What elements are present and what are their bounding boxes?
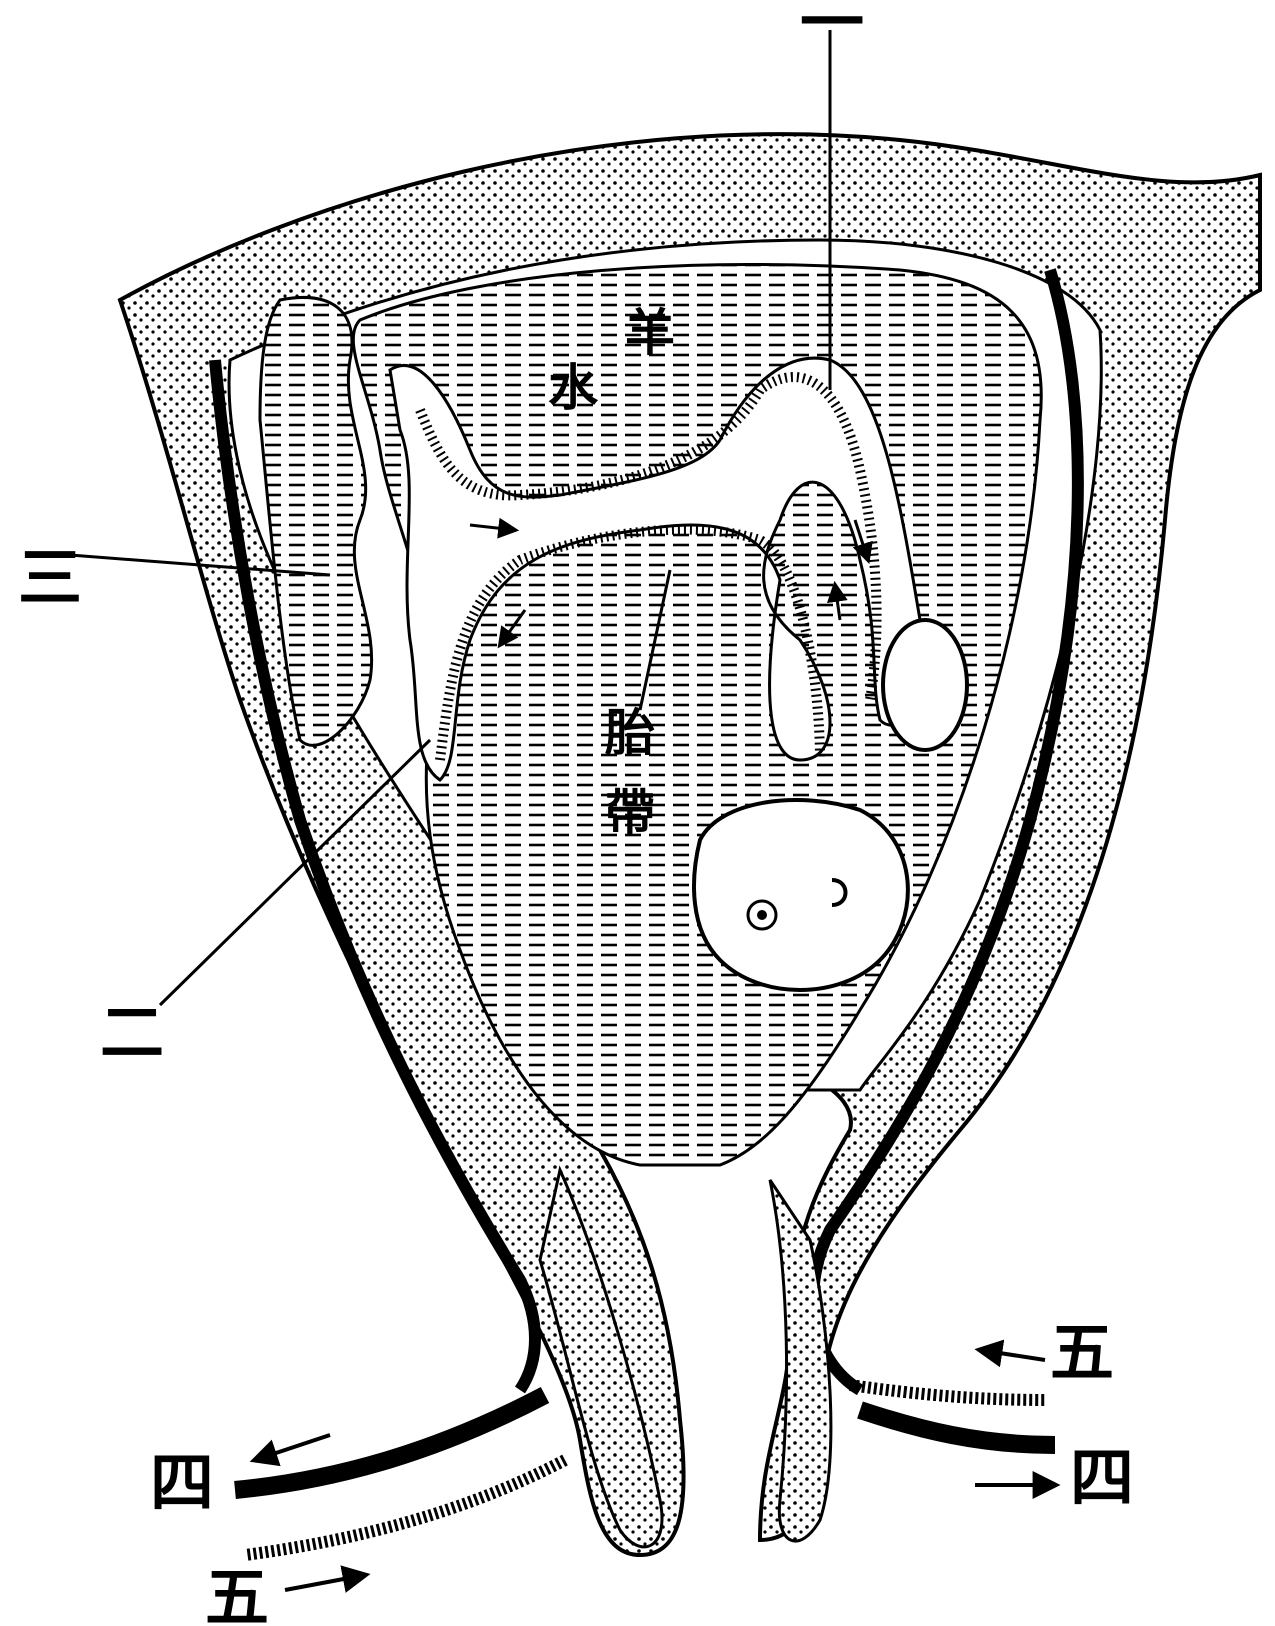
arrow-four-left <box>255 1435 330 1460</box>
vessel-four-left <box>235 1395 545 1490</box>
label-amniotic-1: 羊 <box>625 303 675 362</box>
label-four-right: 四 <box>1070 1441 1134 1516</box>
label-three: 三 <box>18 541 82 616</box>
label-five-left: 五 <box>205 1561 269 1626</box>
label-one: 一 <box>800 0 864 61</box>
vessel-five-right <box>850 1385 1045 1400</box>
arrow-five-right <box>980 1350 1045 1360</box>
label-cord-1: 胎 <box>605 703 655 762</box>
fetus-body <box>694 800 908 990</box>
yolk-sac <box>883 620 967 750</box>
label-five-right: 五 <box>1050 1316 1114 1391</box>
vessel-four-right <box>860 1410 1055 1445</box>
label-four-left: 四 <box>150 1446 214 1521</box>
fetus-eye-pupil <box>757 910 767 920</box>
label-amniotic-2: 水 <box>548 358 599 417</box>
label-two: 二 <box>100 996 164 1071</box>
arrow-five-left <box>285 1575 365 1590</box>
label-cord-2: 帶 <box>605 783 655 842</box>
